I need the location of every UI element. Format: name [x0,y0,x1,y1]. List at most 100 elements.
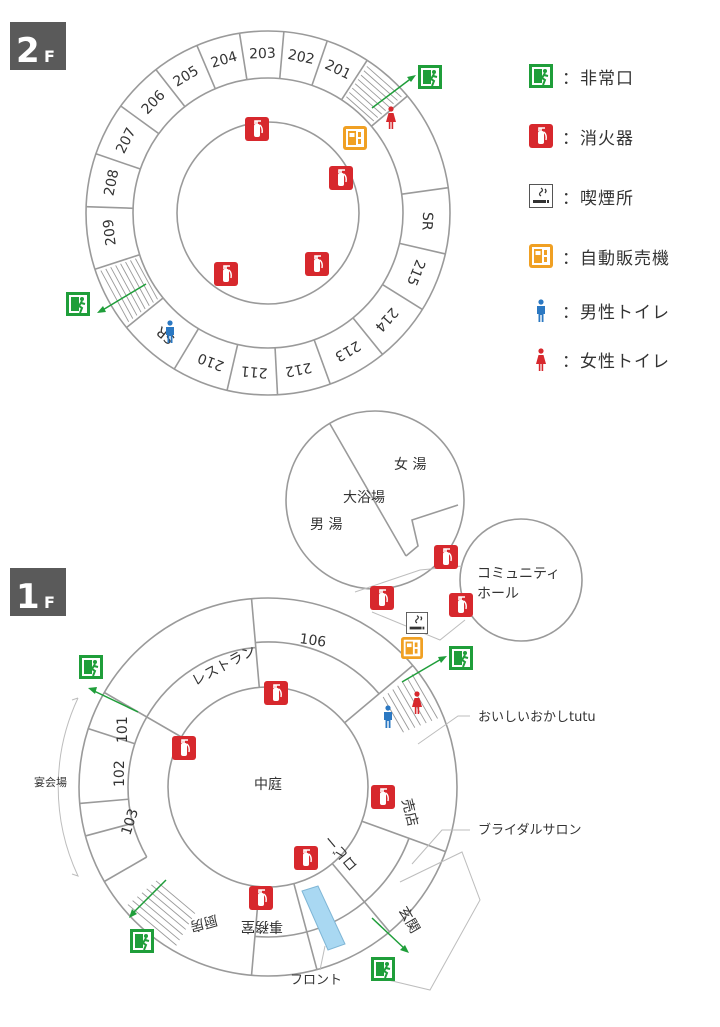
exit-arrow-head [88,687,97,694]
room-divider [399,242,446,255]
extinguisher-icon [294,846,318,870]
legend-men-toilet-icon [537,299,545,322]
stair-step [130,260,154,303]
extinguisher-icon [172,736,196,760]
legend-men-toilet-label: ：男性トイレ [562,303,670,323]
corridor-connector [371,611,466,641]
room-wall [103,691,182,738]
stair-step [155,880,196,914]
room-divider [94,253,140,271]
exit-arrow-head [400,945,409,953]
stair-step [132,900,180,941]
room-divider [226,344,239,391]
room-divider [120,105,160,135]
room-204: 204 [209,49,239,72]
community-hall-wall [459,518,583,642]
floor-2-room-ring [132,77,404,349]
front-desk [301,885,346,951]
banquet-callout: 宴会場 [34,775,67,789]
room-212: 212 [284,359,313,380]
room-divider [95,152,141,170]
stair-step [360,74,394,105]
extinguisher-icon [305,252,329,276]
stair-step [411,674,438,719]
exit-arrow [401,657,444,683]
exit-icon [130,929,154,953]
stair-step [357,79,390,108]
room-214: 214 [371,304,401,335]
room-divider [86,205,134,210]
floor-2-badge [10,22,66,70]
room-divider [126,297,164,329]
men-toilet-icon [384,705,392,728]
exit-arrow [91,689,139,713]
courtyard-label: 中庭 [254,776,282,793]
exit-icon [79,655,103,679]
room-wall [88,727,136,745]
room-divider [173,328,200,370]
legend: ：非常口 ：消火器 ：喫煙所 ：自動販売機 ：男性トイレ ：女性トイレ [529,64,670,372]
exit-icon [371,957,395,981]
stair-step [366,66,402,98]
room-wall [293,883,318,970]
floor-1-badge [10,568,66,616]
stair-step [346,96,375,122]
room-wall [85,822,133,837]
room-203: 203 [249,46,276,63]
room-101-label: 101 [115,716,131,743]
room-divider [401,186,449,196]
room-106-label: 106 [298,631,327,651]
exit-arrow [371,76,414,109]
room-210: 210 [196,349,227,374]
bath-corridor-wall [405,504,459,557]
women-toilet-icon [412,691,422,714]
room-205: 205 [171,63,202,90]
exit-arrow-head [129,909,137,918]
bath-divider [329,423,407,557]
room-sr-west: SR [153,323,178,347]
room-wall [103,856,148,883]
stair-step [387,693,410,731]
stair-step [349,92,379,118]
sweets-callout: おいしいおかしtutu [478,710,596,725]
legend-extinguisher-icon [529,124,553,148]
room-wall [79,798,129,805]
stair-step [135,258,158,300]
front-callout: フロント [290,973,342,988]
stair-step [125,261,150,306]
floor-1-outer-wall [78,597,458,977]
bridal-callout: ブライダルサロン [478,822,581,838]
vending-machine-icon [401,637,423,659]
room-divider [238,33,248,80]
women-bath-label: 女 湯 [394,456,426,473]
room-back-wall [254,838,410,938]
room-divider [340,59,368,101]
room-211: 211 [240,362,268,380]
floor-1-badge-suffix: F [44,593,55,612]
women-toilet-icon [386,106,396,129]
entrance-canopy [387,851,481,991]
exit-icon [66,292,90,316]
room-213: 213 [332,337,363,364]
men-bath-label: 男 湯 [310,516,342,533]
legend-smoking-icon [529,184,553,208]
extinguisher-icon [370,586,394,610]
kitchen-label: 厨房 [188,911,219,934]
exit-icon [418,65,442,89]
entrance-label: 玄関 [395,904,424,937]
extinguisher-icon [329,166,353,190]
exit-arrow [100,283,147,312]
room-wall [331,863,391,933]
floor-2-stairs [100,66,402,323]
stair-step [397,685,421,726]
exit-arrow-head [407,75,416,82]
restaurant-label: レストラン [189,643,258,690]
extinguisher-icon [249,886,273,910]
room-divider [278,31,285,79]
floor-2-badge-number: 2 [16,31,40,71]
floor-2-room-dividers [86,31,449,395]
floor-2-atrium [176,121,360,305]
legend-extinguisher-label: ：消火器 [562,129,634,149]
bridal-leader [411,829,470,865]
